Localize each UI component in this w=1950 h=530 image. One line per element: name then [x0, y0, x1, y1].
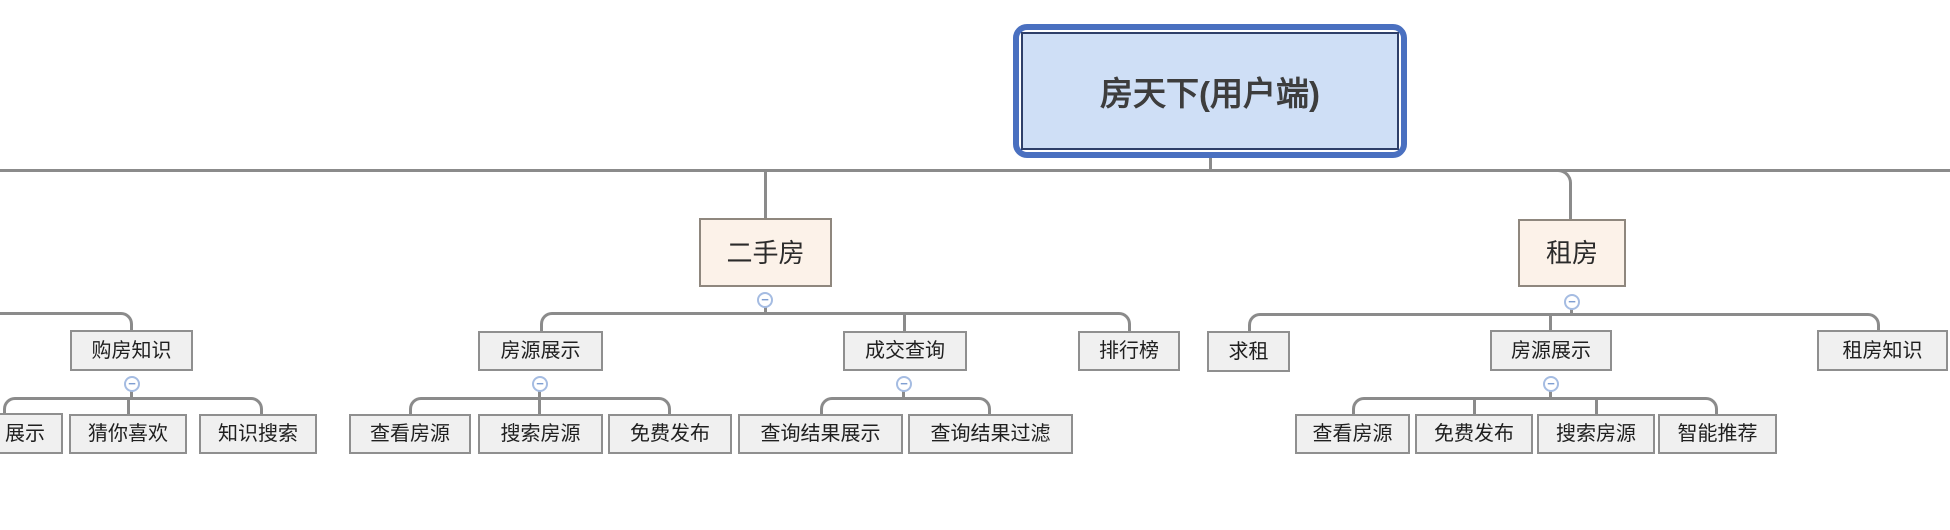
node-rent-knowledge[interactable]: 租房知识 [1817, 330, 1948, 371]
node-rent-listing-display[interactable]: 房源展示 [1490, 330, 1612, 371]
collapse-button-rent[interactable]: − [1564, 294, 1580, 310]
connector-rent-children-rail [1248, 313, 1880, 331]
node-rent-free-publish[interactable]: 免费发布 [1415, 414, 1533, 454]
connector-guess-stub [127, 397, 130, 414]
connector-dealquery-circle-stub [902, 390, 905, 398]
node-rent-search-listing[interactable]: 搜索房源 [1537, 414, 1655, 454]
minus-circle-icon: − [900, 375, 908, 391]
connector-secondhand-children-rail [540, 312, 1131, 332]
connector-secondhand-circle-stub [764, 306, 767, 314]
connector-dealquery-stub [903, 312, 906, 332]
node-deal-result-display[interactable]: 查询结果展示 [738, 414, 903, 454]
collapse-button-secondhand[interactable]: − [757, 292, 773, 308]
connector-secondhand-stub [764, 171, 767, 218]
node-sh-search-listing[interactable]: 搜索房源 [478, 414, 603, 454]
connector-shlisting-circle-stub [538, 390, 541, 414]
node-secondhand-house[interactable]: 二手房 [699, 218, 832, 287]
node-smart-recommend[interactable]: 智能推荐 [1658, 414, 1777, 454]
node-ranking[interactable]: 排行榜 [1078, 331, 1180, 371]
node-sh-listing-display[interactable]: 房源展示 [478, 331, 603, 371]
connector-dealquery-children-rail [820, 397, 991, 414]
node-root-selected[interactable]: 房天下(用户端) [1013, 24, 1407, 158]
collapse-button-rent-listing[interactable]: − [1543, 376, 1559, 392]
collapse-button-deal-query[interactable]: − [896, 376, 912, 392]
connector-rent-elbow [1556, 169, 1572, 185]
minus-circle-icon: − [128, 375, 136, 391]
connector-leftgroup-rail [0, 312, 133, 331]
node-guess-you-like[interactable]: 猜你喜欢 [69, 414, 187, 454]
minus-circle-icon: − [1547, 375, 1555, 391]
minus-circle-icon: − [1568, 293, 1576, 309]
node-sh-free-publish[interactable]: 免费发布 [608, 414, 732, 454]
connector-rent-stub [1569, 183, 1572, 219]
connector-root-stub [1209, 158, 1212, 170]
minus-circle-icon: − [536, 375, 544, 391]
minus-circle-icon: − [761, 291, 769, 307]
connector-main-rail [0, 169, 1950, 172]
collapse-button-sh-listing[interactable]: − [532, 376, 548, 392]
node-sh-view-listing[interactable]: 查看房源 [349, 414, 471, 454]
node-rent-view-listing[interactable]: 查看房源 [1295, 414, 1410, 454]
node-rent-seek[interactable]: 求租 [1207, 331, 1290, 372]
node-buy-knowledge[interactable]: 购房知识 [70, 330, 193, 371]
node-deal-query[interactable]: 成交查询 [843, 331, 967, 371]
node-deal-result-filter[interactable]: 查询结果过滤 [908, 414, 1073, 454]
node-knowledge-display-clipped[interactable]: 展示 [0, 413, 63, 454]
collapse-button-buy-knowledge[interactable]: − [124, 376, 140, 392]
node-knowledge-search[interactable]: 知识搜索 [199, 414, 317, 454]
connector-rentlisting-children-rail [1352, 397, 1718, 414]
connector-knowledge-circle-stub [130, 390, 133, 398]
connector-rent-circle-stub [1570, 308, 1573, 315]
connector-rentlisting-stub [1549, 313, 1552, 331]
connector-knowledge-children-rail [3, 397, 263, 414]
node-rent-house[interactable]: 租房 [1518, 219, 1626, 287]
connector-rentsearch-stub [1595, 397, 1598, 414]
connector-rentlisting-circle-stub [1549, 390, 1552, 398]
connector-rentfree-stub [1473, 397, 1476, 414]
connector-shlisting-children-rail [409, 397, 671, 414]
node-root-label: 房天下(用户端) [1021, 32, 1399, 150]
